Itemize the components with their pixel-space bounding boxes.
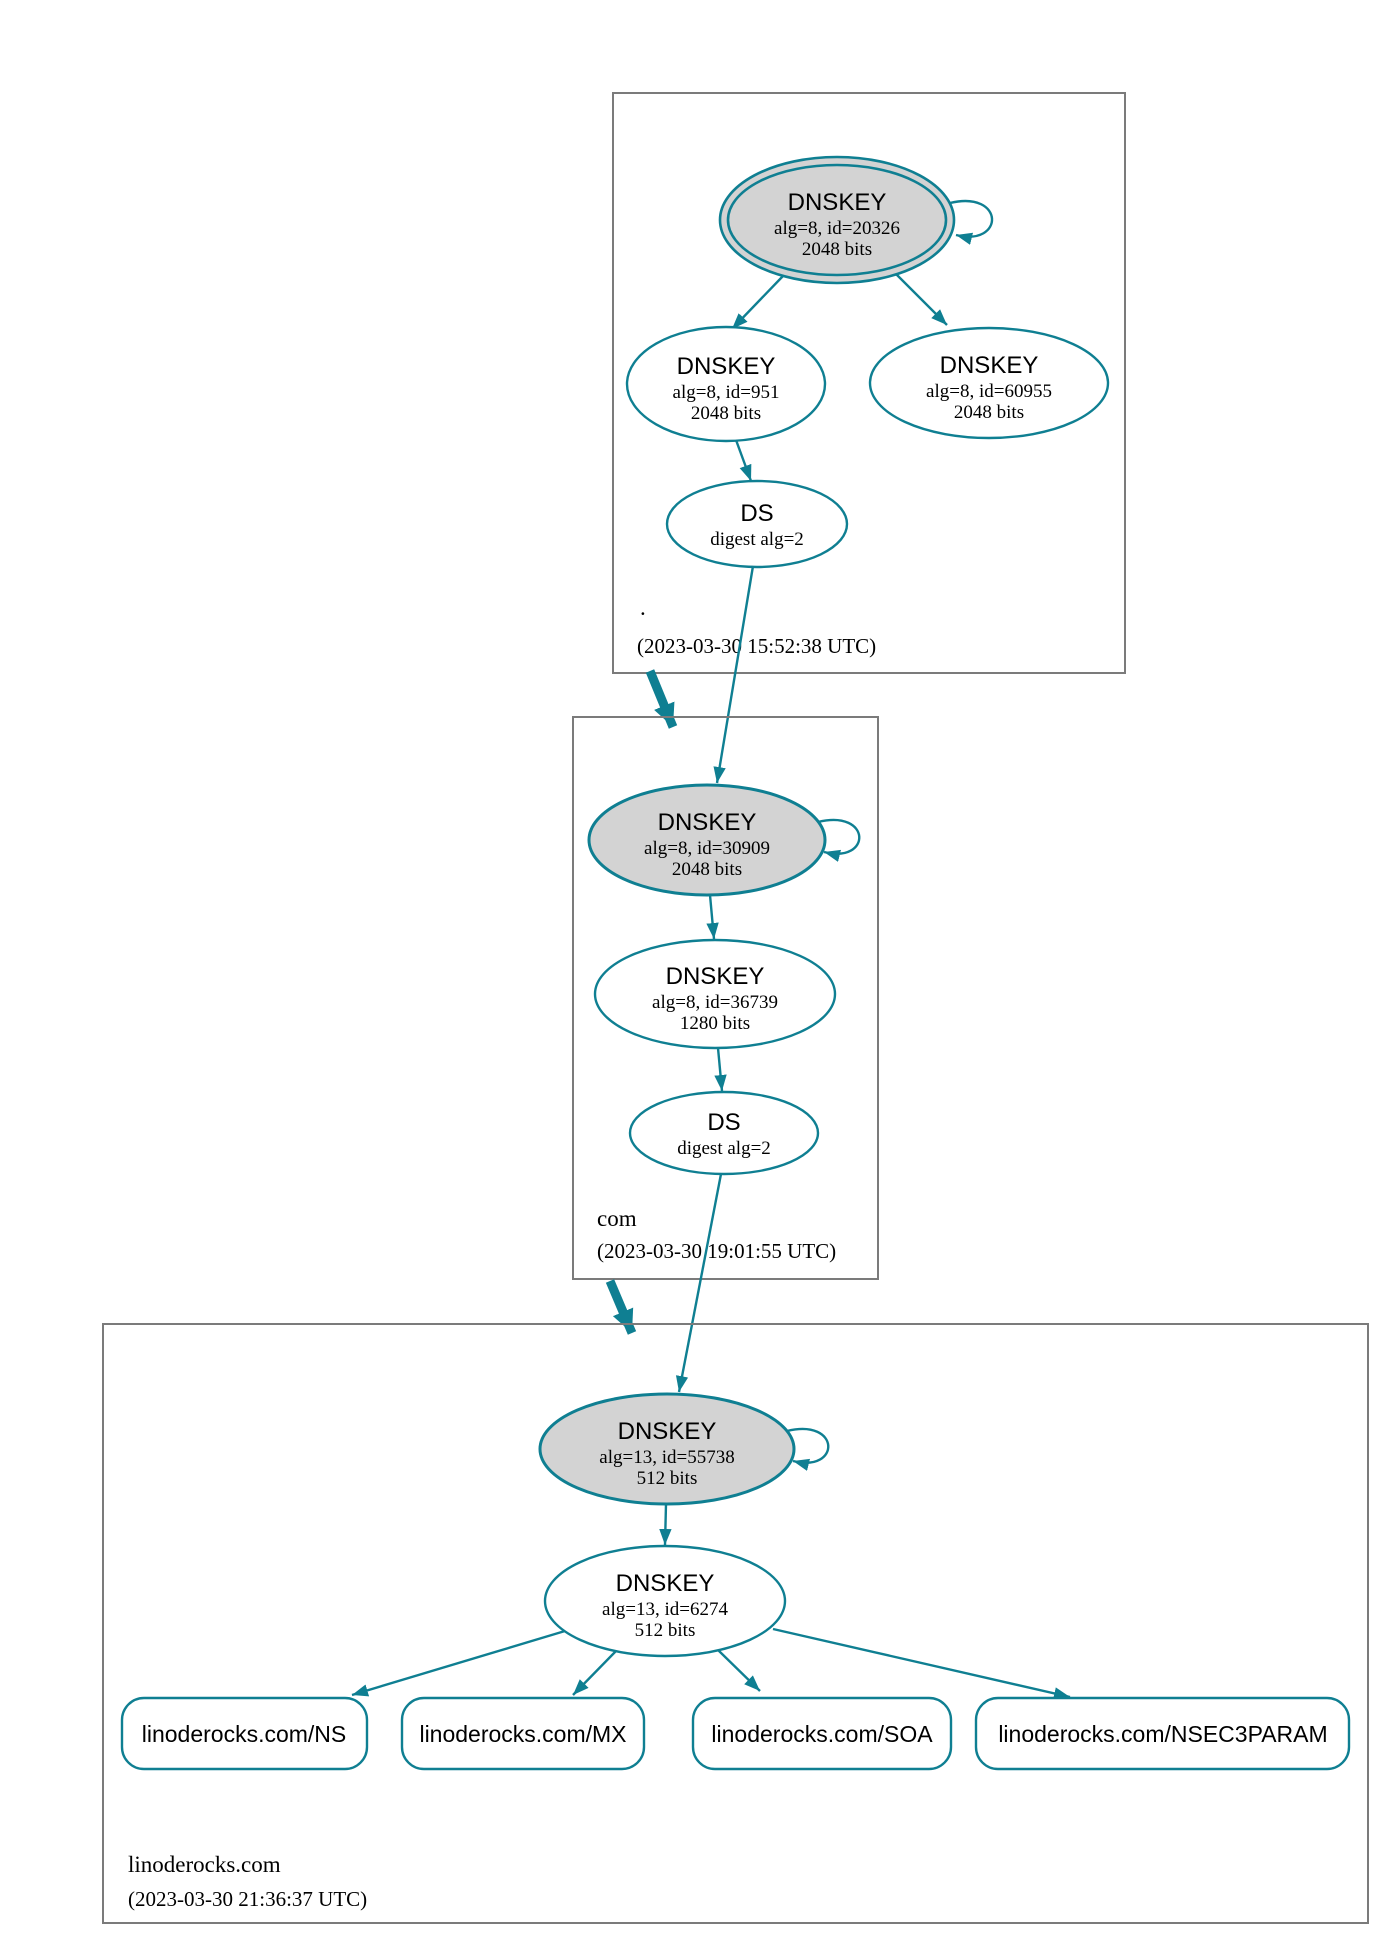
dnskey-20326-outer-ring[interactable] [718, 155, 956, 285]
ds-root-ellipse[interactable] [665, 479, 849, 569]
delegation-arrow-root-to-com [645, 669, 678, 729]
node-detail: alg=8, id=30909 [644, 838, 770, 859]
self-loop-arrow-dnskey-55738 [786, 1427, 830, 1471]
node-size: 1280 bits [680, 1013, 750, 1034]
zone-box-root [612, 92, 1126, 674]
node-title: DNSKEY [788, 189, 887, 216]
edge-dnskey-55738-to-6274 [659, 1503, 672, 1546]
ds-link-com-to-linoderocks [675, 1173, 723, 1393]
edge-dnskey-6274-to-nsec3param [772, 1627, 1071, 1700]
edge-dnskey-6274-to-ns [351, 1629, 566, 1697]
ds-link-root-to-com [713, 565, 755, 784]
delegation-arrow-com-to-linoderocks [605, 1279, 637, 1335]
rrset-label: linoderocks.com/SOA [711, 1721, 933, 1747]
rrset-ns-rect[interactable] [120, 1696, 369, 1771]
node-detail: alg=8, id=20326 [774, 218, 900, 239]
node-detail: alg=8, id=951 [673, 382, 780, 403]
node-title: DNSKEY [677, 353, 776, 380]
zone-box-com [572, 716, 879, 1280]
node-size: 512 bits [635, 1620, 696, 1641]
node-title: DNSKEY [618, 1418, 717, 1445]
node-detail: alg=13, id=55738 [599, 1447, 734, 1468]
zone-linoderocks: DNSKEY alg=13, id=55738 512 bits DNSKEY … [102, 1323, 1369, 1924]
dnskey-20326-inner-ring [726, 163, 948, 277]
node-title: DNSKEY [940, 352, 1039, 379]
rrset-node-ns[interactable]: linoderocks.com/NS [120, 1696, 369, 1771]
dnskey-30909-ellipse[interactable] [587, 783, 827, 897]
node-detail: digest alg=2 [710, 529, 804, 550]
rrset-nsec3param-rect[interactable] [974, 1696, 1351, 1771]
rrset-soa-rect[interactable] [691, 1696, 953, 1771]
node-title: DNSKEY [658, 809, 757, 836]
ds-com-ellipse[interactable] [628, 1090, 820, 1176]
dnskey-node-60955[interactable]: DNSKEY alg=8, id=60955 2048 bits [868, 326, 1110, 440]
rrset-label: linoderocks.com/NSEC3PARAM [998, 1721, 1327, 1747]
dnskey-60955-ellipse[interactable] [868, 326, 1110, 440]
dnskey-node-30909[interactable]: DNSKEY alg=8, id=30909 2048 bits [587, 783, 827, 897]
node-size: 2048 bits [672, 859, 742, 880]
rrset-label: linoderocks.com/MX [419, 1721, 626, 1747]
edge-dnskey-951-to-ds [734, 439, 753, 482]
edge-dnskey-6274-to-mx [572, 1650, 617, 1696]
dnskey-951-ellipse[interactable] [625, 325, 827, 443]
ds-node-root[interactable]: DS digest alg=2 [665, 479, 849, 569]
node-detail: digest alg=2 [677, 1138, 771, 1159]
dnskey-55738-ellipse[interactable] [538, 1392, 796, 1506]
dnskey-36739-ellipse[interactable] [593, 938, 837, 1050]
self-loop-arrow-dnskey-30909 [817, 818, 861, 862]
edge-dnskey-20326-to-60955 [894, 272, 948, 326]
rrset-label: linoderocks.com/NS [142, 1721, 347, 1747]
dnskey-node-951[interactable]: DNSKEY alg=8, id=951 2048 bits [625, 325, 827, 443]
node-title: DNSKEY [616, 1570, 715, 1597]
dnskey-6274-ellipse[interactable] [543, 1544, 787, 1658]
rrset-node-mx[interactable]: linoderocks.com/MX [400, 1696, 646, 1771]
dnskey-node-20326[interactable]: DNSKEY alg=8, id=20326 2048 bits [718, 155, 956, 285]
node-detail: alg=8, id=36739 [652, 992, 778, 1013]
node-title: DNSKEY [666, 963, 765, 990]
rrset-mx-rect[interactable] [400, 1696, 646, 1771]
edge-dnskey-30909-to-36739 [706, 894, 719, 940]
dnskey-node-6274[interactable]: DNSKEY alg=13, id=6274 512 bits [543, 1544, 787, 1658]
zone-root: DNSKEY alg=8, id=20326 2048 bits DNSKEY … [612, 92, 1126, 674]
node-detail: alg=13, id=6274 [602, 1599, 728, 1620]
self-loop-arrow-dnskey-20326 [949, 199, 994, 245]
zone-com: DNSKEY alg=8, id=30909 2048 bits DNSKEY … [572, 716, 879, 1280]
zone-timestamp: (2023-03-30 21:36:37 UTC) [128, 1887, 367, 1911]
node-size: 2048 bits [802, 239, 872, 260]
zone-label: com [597, 1206, 637, 1231]
dnskey-node-55738[interactable]: DNSKEY alg=13, id=55738 512 bits [538, 1392, 796, 1506]
edge-dnskey-36739-to-ds [714, 1047, 727, 1092]
node-title: DS [707, 1109, 740, 1136]
zone-timestamp: (2023-03-30 19:01:55 UTC) [597, 1239, 836, 1263]
rrset-node-nsec3param[interactable]: linoderocks.com/NSEC3PARAM [974, 1696, 1351, 1771]
node-title: DS [740, 500, 773, 527]
dnskey-node-36739[interactable]: DNSKEY alg=8, id=36739 1280 bits [593, 938, 837, 1050]
zone-timestamp: (2023-03-30 15:52:38 UTC) [637, 634, 876, 658]
node-detail: alg=8, id=60955 [926, 381, 1052, 402]
ds-node-com[interactable]: DS digest alg=2 [628, 1090, 820, 1176]
zone-label: linoderocks.com [128, 1852, 281, 1877]
edge-dnskey-6274-to-soa [717, 1649, 761, 1692]
node-size: 2048 bits [954, 402, 1024, 423]
node-size: 2048 bits [691, 403, 761, 424]
rrset-node-soa[interactable]: linoderocks.com/SOA [691, 1696, 953, 1771]
zone-label: . [640, 595, 646, 620]
node-size: 512 bits [637, 1468, 698, 1489]
zone-box-linoderocks [102, 1323, 1369, 1924]
edge-dnskey-20326-to-951 [731, 275, 784, 330]
